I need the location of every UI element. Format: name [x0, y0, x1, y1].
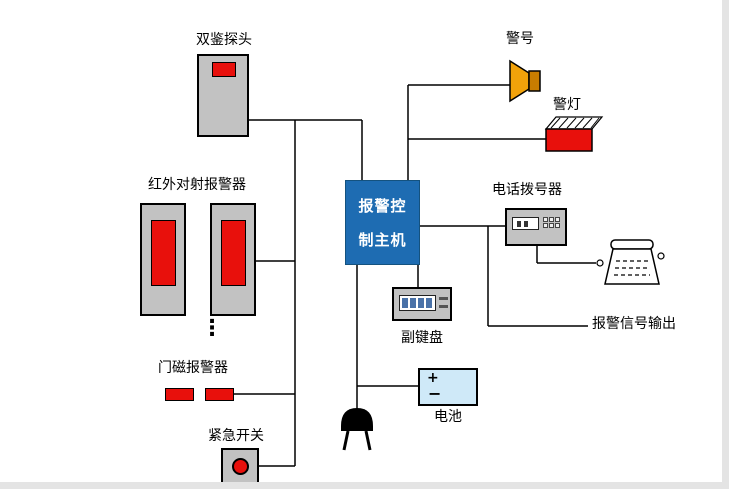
plug-icon	[341, 408, 373, 451]
alarm-light-label: 警灯	[553, 97, 581, 113]
battery-label: 电池	[434, 409, 462, 425]
dual-sensor-label: 双鉴探头	[196, 32, 252, 48]
dialer-screen-digit	[517, 221, 521, 227]
connector-lines	[234, 84, 596, 467]
alarm-controller: 报警控 制主机	[345, 180, 420, 265]
ellipsis-marker: ⋮	[201, 316, 223, 341]
sub-keypad-display-cells	[400, 296, 434, 310]
dialer-label: 电话拨号器	[492, 182, 562, 198]
alarm-light-icon	[544, 116, 604, 152]
dialer-screen	[512, 217, 539, 230]
infrared-lens-2	[221, 220, 246, 286]
window-edge-right	[722, 0, 729, 489]
siren-label: 警号	[506, 31, 534, 47]
emergency-switch-label: 紧急开关	[208, 428, 264, 444]
infrared-lens-1	[151, 220, 176, 286]
door-magnet-device-1	[165, 388, 194, 401]
sub-keypad-display	[399, 295, 436, 311]
battery-plus-sign: +	[427, 370, 439, 386]
dual-sensor-device	[197, 54, 249, 137]
signal-output-label: 报警信号输出	[592, 316, 676, 332]
door-magnet-device-2	[205, 388, 234, 401]
dialer-screen-digit	[524, 221, 528, 227]
sub-keypad-detail	[439, 305, 448, 308]
battery-minus-sign: −	[428, 384, 442, 403]
dual-sensor-lens	[212, 62, 236, 77]
infrared-device-1	[140, 203, 186, 316]
controller-label-line2: 制主机	[358, 231, 407, 249]
infrared-label: 红外对射报警器	[148, 177, 246, 193]
dialer-device	[505, 208, 567, 246]
dialer-keypad-buttons	[543, 217, 560, 228]
battery-device: + −	[418, 368, 478, 406]
emergency-switch-device	[221, 448, 259, 485]
sub-keypad-detail	[439, 297, 448, 300]
phone-icon	[596, 239, 665, 285]
siren-icon	[509, 59, 541, 103]
sub-keypad-label: 副键盘	[401, 330, 443, 346]
window-edge-bottom	[0, 482, 729, 489]
sub-keypad-device	[392, 287, 452, 321]
infrared-device-2	[210, 203, 256, 316]
controller-label-line1: 报警控	[358, 197, 407, 215]
door-magnet-label: 门磁报警器	[158, 360, 228, 376]
emergency-button-icon	[232, 458, 249, 475]
